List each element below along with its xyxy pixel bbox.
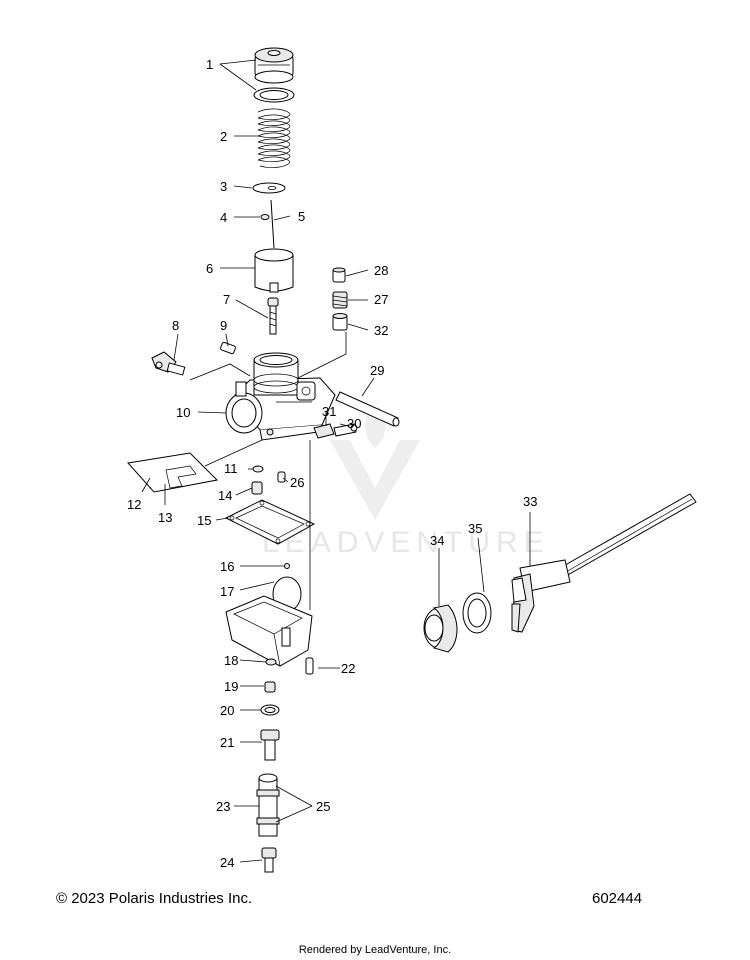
- callout-1: 1: [206, 57, 213, 72]
- rendered-by-credit: Rendered by LeadVenture, Inc.: [298, 944, 452, 956]
- callout-8: 8: [172, 318, 179, 333]
- callout-9: 9: [220, 318, 227, 333]
- callout-16: 16: [220, 559, 234, 574]
- part-33-choke-cable: [511, 493, 697, 633]
- float-bowl: [225, 595, 313, 667]
- callout-3: 3: [220, 179, 227, 194]
- watermark-logo-icon: [330, 440, 420, 520]
- callout-26: 26: [290, 475, 304, 490]
- callout-32: 32: [374, 323, 388, 338]
- part-20-o-ring: [260, 704, 280, 716]
- callout-34: 34: [430, 533, 444, 548]
- part-6-throttle-slide: [254, 248, 294, 293]
- watermark-text: LEADVENTURE: [262, 526, 550, 559]
- callout-27: 27: [374, 292, 388, 307]
- part-19-jet: [264, 681, 276, 693]
- part-35-washer: [462, 592, 492, 634]
- callout-5: 5: [298, 209, 305, 224]
- watermark: LEADVENTURE: [262, 405, 550, 559]
- callout-2: 2: [220, 129, 227, 144]
- part-2-spring: [257, 108, 291, 168]
- callout-30: 30: [347, 416, 361, 431]
- callout-7: 7: [223, 292, 230, 307]
- part-30-screw: [333, 423, 358, 437]
- part-9-pin: [220, 341, 236, 355]
- part-26-screw: [277, 471, 286, 483]
- callout-24: 24: [220, 855, 234, 870]
- callout-29: 29: [370, 363, 384, 378]
- part-21-fitting: [260, 729, 280, 761]
- part-11-washer: [252, 465, 264, 473]
- callout-14: 14: [218, 488, 232, 503]
- part-27-spring: [332, 291, 348, 309]
- part-13-bracket: [165, 465, 197, 489]
- part-34-nut: [423, 604, 458, 653]
- part-4-clip: [260, 214, 270, 220]
- part-29-rod: [335, 391, 400, 427]
- callout-18: 18: [224, 653, 238, 668]
- part-16-pin: [284, 563, 290, 569]
- callout-28: 28: [374, 263, 388, 278]
- callout-35: 35: [468, 521, 482, 536]
- callout-17: 17: [220, 584, 234, 599]
- callout-12: 12: [127, 497, 141, 512]
- part-24-nipple: [261, 847, 277, 873]
- callout-22: 22: [341, 661, 355, 676]
- part-28-fitting: [332, 267, 346, 283]
- part-14-jet: [251, 481, 263, 495]
- part-23-drain-tube: [256, 773, 280, 837]
- part-12-plate: [127, 452, 219, 493]
- callout-13: 13: [158, 510, 172, 525]
- part-1-o-ring: [253, 87, 295, 103]
- callout-19: 19: [224, 679, 238, 694]
- part-22-screw: [305, 657, 314, 675]
- part-7-idle-screw: [267, 297, 279, 335]
- part-18-washer: [265, 658, 277, 666]
- part-10-carburetor-body: [225, 352, 336, 441]
- callout-11: 11: [224, 461, 238, 476]
- part-31-spring: [313, 423, 335, 439]
- callout-4: 4: [220, 210, 227, 225]
- part-5-needle: [270, 199, 275, 249]
- copyright-notice: © 2023 Polaris Industries Inc.: [56, 890, 253, 907]
- part-15-gasket: [224, 499, 316, 545]
- callout-25: 25: [316, 799, 330, 814]
- callout-labels: 1 2 3 4 5 6 7 8 9 10 11 12 13 14 15 16 1…: [127, 57, 537, 870]
- callout-33: 33: [523, 494, 537, 509]
- part-3-retainer-plate: [252, 182, 286, 194]
- callout-20: 20: [220, 703, 234, 718]
- leader-lines: [141, 59, 531, 863]
- callout-31: 31: [322, 404, 336, 419]
- callout-10: 10: [176, 405, 190, 420]
- part-1-cap: [254, 47, 294, 84]
- callout-6: 6: [206, 261, 213, 276]
- callout-21: 21: [220, 735, 234, 750]
- callout-23: 23: [216, 799, 230, 814]
- part-32-cap: [332, 313, 348, 331]
- figure-number: 602444: [592, 890, 643, 907]
- part-8-sensor: [151, 351, 186, 376]
- callout-15: 15: [197, 513, 211, 528]
